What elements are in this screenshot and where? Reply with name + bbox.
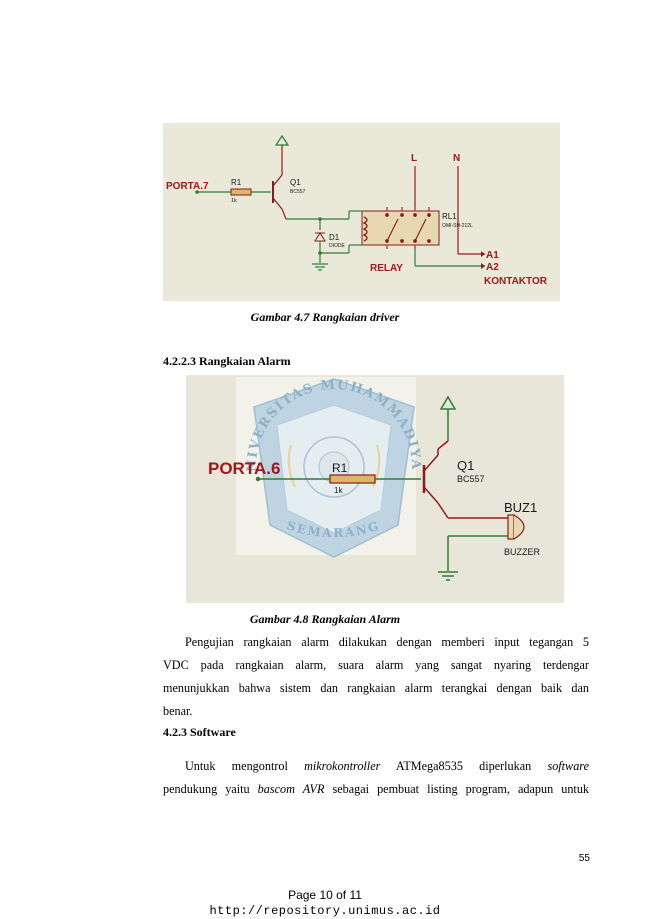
label-buzzer: BUZZER bbox=[504, 547, 541, 557]
power-symbol bbox=[274, 134, 290, 146]
label-l: L bbox=[411, 153, 417, 164]
footer-url[interactable]: http://repository.unimus.ac.id bbox=[209, 904, 441, 918]
figure-driver-circuit: PORTA.7 R1 1k Q1 BC557 D1 DIODE RL1 OMI-… bbox=[163, 123, 560, 301]
driver-schematic: PORTA.7 R1 1k Q1 BC557 D1 DIODE RL1 OMI-… bbox=[166, 134, 548, 287]
label-q1: Q1 bbox=[457, 458, 474, 473]
figure-caption-4-8: Gambar 4.8 Rangkaian Alarm bbox=[249, 612, 401, 626]
text-run: Untuk mengontrol bbox=[185, 759, 305, 773]
label-q1-model: BC557 bbox=[457, 474, 485, 484]
text-run: pendukung yaitu bbox=[163, 782, 258, 796]
power-symbol bbox=[439, 395, 457, 410]
page-number: 55 bbox=[578, 853, 590, 864]
label-rl1: RL1 bbox=[442, 212, 457, 221]
paragraph-line: pendukung yaitu bascom AVR sebagai pembu… bbox=[163, 778, 589, 801]
label-rl1-model: OMI-SH-212L bbox=[442, 223, 473, 229]
buzzer-buz1 bbox=[507, 514, 515, 540]
label-r1-value: 1k bbox=[334, 486, 343, 495]
diode-d1 bbox=[314, 232, 326, 242]
resistor-r1 bbox=[329, 474, 376, 484]
paragraph-line: VDC pada rangkaian alarm, suara alarm ya… bbox=[163, 658, 589, 672]
label-r1: R1 bbox=[332, 461, 348, 475]
label-r1: R1 bbox=[231, 178, 242, 187]
label-kontaktor: KONTAKTOR bbox=[484, 276, 548, 287]
figure-alarm-circuit: UNIVERSITAS MUHAMMADIYAH SEMARANG bbox=[186, 375, 564, 603]
resistor-r1 bbox=[230, 188, 252, 196]
relay-rl1 bbox=[361, 210, 440, 246]
paragraph-line: Pengujian rangkaian alarm dilakukan deng… bbox=[185, 635, 589, 649]
figure-caption-4-7: Gambar 4.7 Rangkaian driver bbox=[250, 310, 400, 324]
label-d1: D1 bbox=[329, 233, 340, 242]
paragraph-line: menunjukkan bahwa sistem dan rangkaian a… bbox=[163, 681, 589, 695]
section-heading-software: 4.2.3 Software bbox=[163, 725, 236, 739]
software-paragraph: Untuk mengontrol mikrokontroller ATMega8… bbox=[163, 755, 589, 801]
label-a2: A2 bbox=[486, 262, 499, 273]
label-q1-model: BC557 bbox=[290, 189, 306, 195]
label-relay: RELAY bbox=[370, 263, 403, 274]
italic-term: software bbox=[547, 759, 589, 773]
italic-term: bascom AVR bbox=[257, 782, 325, 796]
label-buz1: BUZ1 bbox=[504, 500, 537, 515]
label-q1: Q1 bbox=[290, 178, 301, 187]
label-n: N bbox=[453, 153, 460, 164]
alarm-schematic: UNIVERSITAS MUHAMMADIYAH SEMARANG bbox=[186, 375, 541, 581]
text-run: ATMega8535 diperlukan bbox=[380, 759, 548, 773]
alarm-paragraph: Pengujian rangkaian alarm dilakukan deng… bbox=[163, 631, 589, 723]
paragraph-line: benar. bbox=[163, 704, 193, 718]
label-r1-value: 1k bbox=[231, 198, 237, 204]
label-porta6: PORTA.6 bbox=[208, 459, 280, 478]
label-porta7: PORTA.7 bbox=[166, 181, 209, 192]
label-a1: A1 bbox=[486, 250, 499, 261]
paragraph-line: Untuk mengontrol mikrokontroller ATMega8… bbox=[163, 755, 589, 778]
footer-page-indicator: Page 10 of 11 bbox=[288, 888, 362, 902]
italic-term: mikrokontroller bbox=[304, 759, 381, 773]
section-heading-alarm: 4.2.2.3 Rangkaian Alarm bbox=[163, 354, 291, 368]
label-d1-model: DIODE bbox=[329, 243, 346, 249]
text-run: sebagai pembuat listing program, adapun … bbox=[324, 782, 590, 796]
